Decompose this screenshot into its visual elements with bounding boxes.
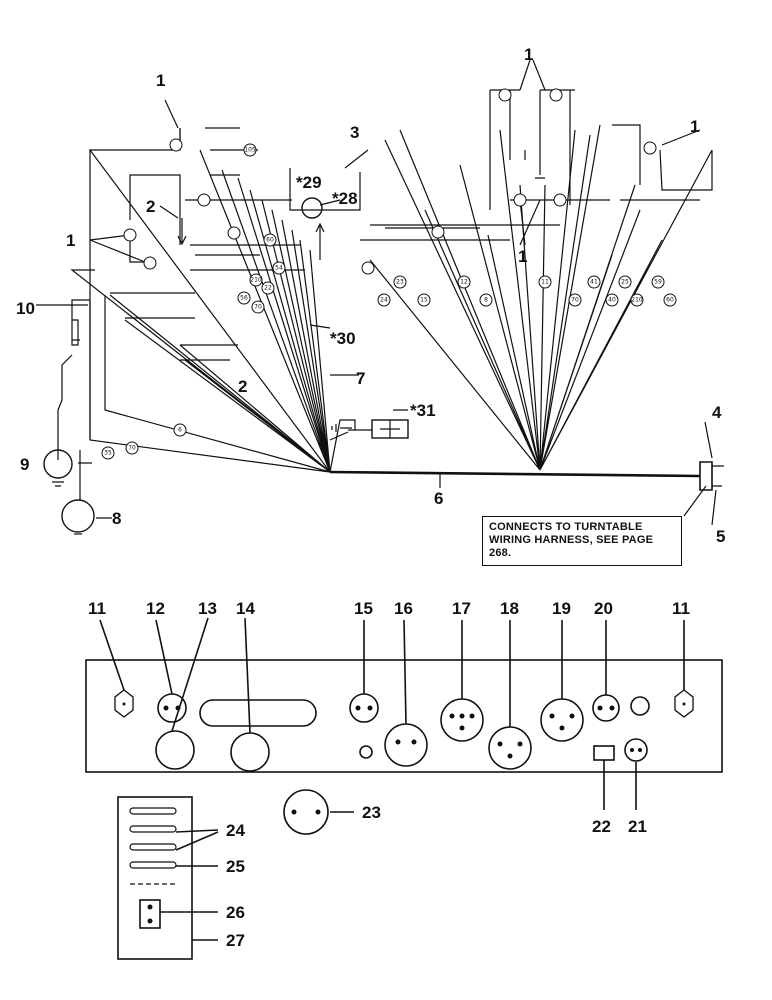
callout-1: 1 (690, 117, 699, 136)
receptacle-15 (349, 693, 379, 723)
panel-27 (117, 796, 193, 960)
mount-bolt-right (674, 689, 694, 718)
wire-number: 6 (178, 427, 182, 434)
callout-22: 22 (592, 817, 611, 836)
wire-number: 70 (128, 445, 136, 452)
callout-2: 2 (238, 377, 247, 396)
callout-11: 11 (672, 599, 690, 618)
note-line: CONNECTS TO TURNTABLE (489, 521, 643, 533)
callout-27: 27 (226, 931, 245, 950)
callout-20: 20 (594, 599, 613, 618)
note-line: WIRING HARNESS, SEE PAGE (489, 534, 654, 546)
wire-number: 56 (240, 295, 248, 302)
plug-hole (359, 745, 373, 759)
wire-number: 8 (484, 297, 488, 304)
ground-icon (52, 481, 64, 487)
harness-wires (36, 59, 724, 535)
wire-35-marker (101, 446, 115, 460)
callout-24: 24 (226, 821, 245, 840)
switch-26 (139, 899, 161, 929)
wire-number: 54 (275, 265, 283, 272)
switch-22 (593, 745, 615, 761)
receptacle-pins (122, 702, 686, 924)
connector-panel (85, 617, 723, 960)
wire-number: 22 (264, 285, 272, 292)
wire-number: 210 (631, 297, 643, 304)
wire-number: 25 (621, 279, 629, 286)
receptacle-13 (155, 730, 195, 770)
wire-number: 41 (590, 279, 598, 286)
receptacle-14 (230, 732, 270, 772)
connector-pins (712, 465, 724, 487)
wire-number: 60 (266, 237, 274, 244)
callout-4: 4 (712, 403, 722, 422)
receptacle-20 (592, 694, 620, 722)
callout-15: 15 (354, 599, 373, 618)
callout-12: 12 (146, 599, 165, 618)
callout-7: 7 (356, 369, 365, 388)
receptacle-23 (283, 789, 329, 835)
callout-29: *29 (296, 173, 322, 192)
wire-number: 23 (396, 279, 404, 286)
receptacle-21 (624, 738, 648, 762)
callout-10: 10 (16, 299, 35, 318)
mount-bolt-left (114, 689, 134, 718)
receptacle-17 (440, 698, 484, 742)
callout-23: 23 (362, 803, 381, 822)
callout-8: 8 (112, 509, 121, 528)
callout-19: 19 (552, 599, 571, 618)
wire-number: 12 (460, 279, 468, 286)
turntable-harness-note: CONNECTS TO TURNTABLE WIRING HARNESS, SE… (482, 516, 682, 566)
callout-5: 5 (716, 527, 725, 546)
wire-number: 35 (104, 450, 112, 457)
callout-26: 26 (226, 903, 245, 922)
callouts: 1 1 1 1 1 2 2 3 4 5 6 7 8 9 10 *28 *29 *… (16, 45, 725, 950)
callout-11: 11 (88, 599, 106, 618)
slot-14 (199, 699, 317, 727)
wire-number: 210 (250, 277, 262, 284)
arrow-up-icon (315, 222, 325, 260)
callout-28: *28 (332, 189, 358, 208)
arrow-down-icon (177, 218, 187, 246)
lamp-9 (43, 449, 73, 479)
receptacle-16 (384, 723, 428, 767)
callout-16: 16 (394, 599, 413, 618)
wire-number-markers: 60 54 105 210 22 56 70 24 23 15 12 8 11 … (123, 88, 677, 455)
callout-21: 21 (628, 817, 647, 836)
wire-number: 70 (254, 304, 262, 311)
main-harness-trunk (329, 470, 701, 478)
wire-number: 40 (608, 297, 616, 304)
callout-3: 3 (350, 123, 359, 142)
callout-18: 18 (500, 599, 519, 618)
harness-connector (699, 461, 713, 491)
wire-number: 24 (380, 297, 388, 304)
callout-2: 2 (146, 197, 155, 216)
lamp-8 (61, 499, 95, 533)
callout-1: 1 (156, 71, 165, 90)
callout-25: 25 (226, 857, 245, 876)
wire-number: 70 (571, 297, 579, 304)
callout-13: 13 (198, 599, 217, 618)
callout-1: 1 (518, 247, 527, 266)
callout-14: 14 (236, 599, 255, 618)
wire-number: 15 (420, 297, 428, 304)
wire-number: 59 (654, 279, 662, 286)
pilot-hole (630, 696, 650, 716)
wire-number: 11 (541, 279, 549, 286)
wire-number: 60 (666, 297, 674, 304)
receptacle-19 (540, 698, 584, 742)
callout-9: 9 (20, 455, 29, 474)
note-line: 268. (489, 547, 512, 559)
callout-6: 6 (434, 489, 443, 508)
ground-icon-31 (331, 424, 352, 432)
callout-17: 17 (452, 599, 471, 618)
callout-30: *30 (330, 329, 356, 348)
callout-31: *31 (410, 401, 436, 420)
receptacle-18 (488, 726, 532, 770)
wire-number: 105 (244, 147, 256, 154)
callout-1: 1 (66, 231, 75, 250)
callout-1: 1 (524, 45, 533, 64)
